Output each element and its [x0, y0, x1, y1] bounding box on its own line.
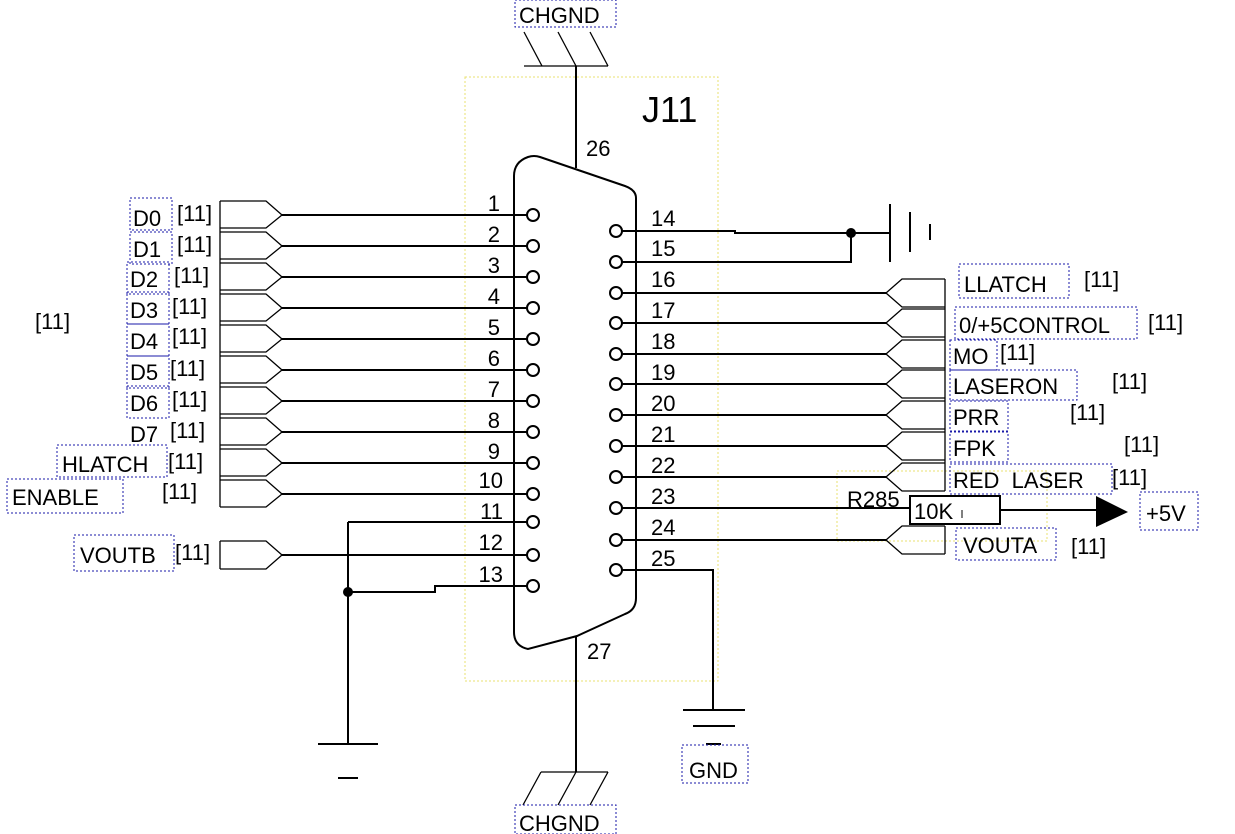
signal-label-hlatch: HLATCH: [62, 452, 148, 477]
chassis-ground-top-icon: [523, 31, 609, 67]
pin-number: 24: [651, 515, 675, 540]
left-ports: [219, 200, 284, 570]
signal-label-d3: D3: [130, 298, 158, 323]
ground-left-icon: [318, 743, 378, 779]
left-wires: [282, 214, 533, 744]
shell-pin-bottom: 27: [587, 639, 611, 664]
right-wires: [616, 230, 1096, 710]
pin-number: 14: [651, 206, 675, 231]
sheet-ref: [11]: [1084, 267, 1119, 292]
ground-gnd-icon: [683, 709, 745, 745]
sheet-ref: [11]: [1148, 310, 1183, 335]
right-ports: [885, 278, 946, 555]
chassis-ground-bottom-icon: [522, 771, 609, 806]
pin-number: 23: [651, 484, 675, 509]
sheet-ref: [11]: [1071, 534, 1106, 559]
pin-number: 19: [651, 360, 675, 385]
pin-number: 11: [480, 499, 503, 524]
sheet-ref: [11]: [1124, 432, 1159, 457]
sheet-ref: [11]: [172, 294, 207, 319]
pin-number: 5: [488, 315, 500, 340]
shell-pin-top: 26: [586, 136, 610, 161]
sheet-ref: [11]: [1000, 340, 1035, 365]
pin-number: 22: [651, 453, 675, 478]
signal-label-prr: PRR: [953, 405, 999, 430]
sheet-ref: [11]: [170, 418, 205, 443]
pin-number: 10: [479, 468, 503, 493]
resistor-value: 10K: [914, 499, 953, 524]
signal-label-mo: MO: [953, 344, 988, 369]
earth-ground-icon: [889, 204, 931, 262]
signal-label-d6: D6: [130, 391, 158, 416]
sheet-ref: [11]: [1112, 465, 1147, 490]
sheet-ref: [11]: [175, 540, 210, 565]
pin-number: 18: [651, 329, 675, 354]
sheet-ref: [11]: [174, 263, 209, 288]
plus5v-label: +5V: [1146, 501, 1186, 526]
pin-number: 1: [488, 191, 500, 216]
sheet-ref: [11]: [1112, 369, 1147, 394]
signal-label-d7: D7: [130, 422, 158, 447]
gnd-label: GND: [689, 758, 738, 783]
stray-sheet-ref: [11]: [35, 309, 70, 334]
j11-bounding-box: [464, 76, 719, 682]
signal-label-laseron: LASERON: [953, 374, 1058, 399]
signal-label-fpk: FPK: [953, 436, 996, 461]
connector-ref: J11: [642, 89, 697, 130]
signal-label-red-laser: RED LASER: [953, 468, 1084, 493]
sheet-ref: [11]: [170, 356, 205, 381]
pin-number: 16: [651, 267, 675, 292]
sheet-ref: [11]: [168, 449, 203, 474]
resistor-r285-body: [909, 495, 1001, 525]
signal-label-llatch: LLATCH: [964, 272, 1047, 297]
sheet-ref: [11]: [172, 324, 207, 349]
sheet-ref: [11]: [162, 479, 197, 504]
pin-number: 8: [488, 408, 500, 433]
pin-number: 17: [651, 298, 675, 323]
signal-label-d0: D0: [133, 206, 161, 231]
chgnd-label-top: CHGND: [519, 3, 600, 28]
sheet-ref: [11]: [172, 387, 207, 412]
signal-label-d4: D4: [130, 329, 158, 354]
r285-bounding-box: [836, 470, 1048, 542]
sheet-ref: [11]: [177, 201, 212, 226]
sheet-ref: [11]: [1070, 400, 1105, 425]
pin-number: 4: [488, 284, 500, 309]
pin-number: 7: [488, 377, 500, 402]
signal-label-vouta: VOUTA: [963, 533, 1037, 558]
sheet-ref: [11]: [177, 232, 212, 257]
signal-label-enable: ENABLE: [12, 485, 99, 510]
pin-number: 3: [488, 253, 500, 278]
junction-dot-right: [846, 228, 856, 238]
pin-number: 6: [488, 346, 500, 371]
signal-label-d2: D2: [130, 267, 158, 292]
signal-label-0-5control: 0/+5CONTROL: [959, 313, 1110, 338]
pin-number: 15: [651, 236, 675, 261]
pin-number: 20: [651, 391, 675, 416]
pin-circles: [526, 208, 623, 593]
power-arrow-icon: [1096, 496, 1128, 527]
chgnd-label-bottom: CHGND: [519, 811, 600, 834]
resistor-ref: R285: [847, 487, 900, 512]
pin-number: 12: [479, 530, 503, 555]
connector-shell: [513, 155, 637, 651]
pin-number: 9: [488, 439, 500, 464]
signal-label-voutb: VOUTB: [80, 543, 156, 568]
pin-number: 25: [651, 546, 675, 571]
signal-label-d1: D1: [133, 237, 161, 262]
junction-dot-left: [343, 587, 353, 597]
pin-number: 21: [651, 422, 675, 447]
pin-number: 13: [479, 562, 503, 587]
signal-label-d5: D5: [130, 360, 158, 385]
pin-number: 2: [488, 222, 500, 247]
